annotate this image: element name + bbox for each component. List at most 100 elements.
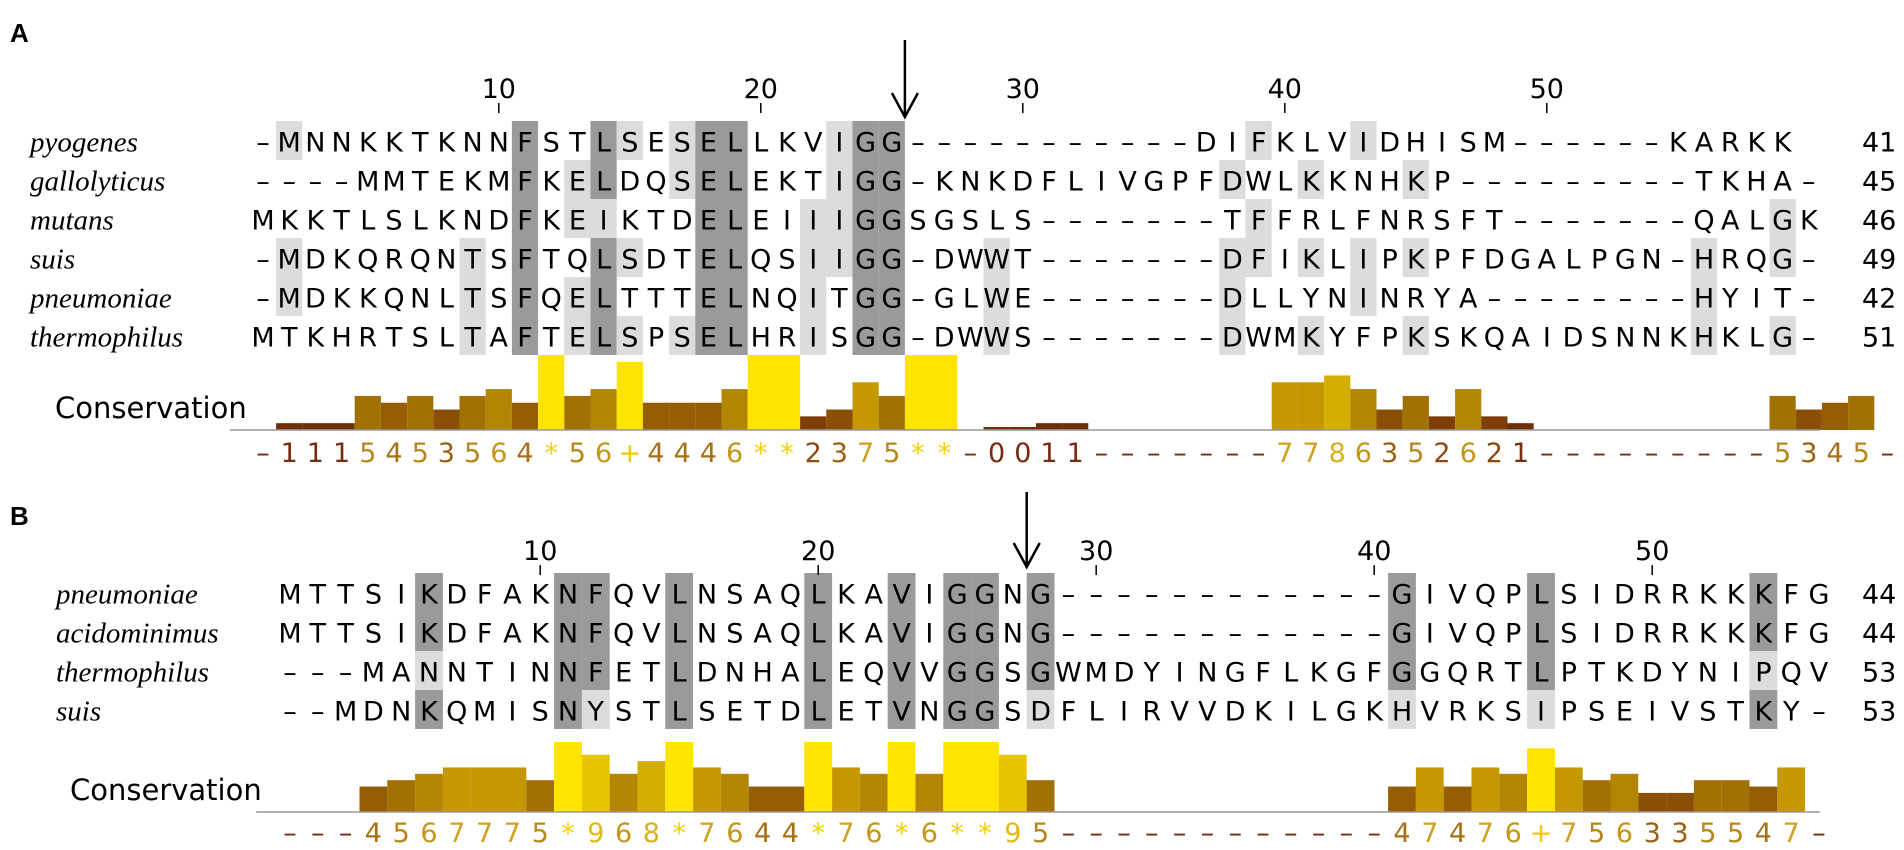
- residue: Y: [1328, 322, 1346, 353]
- gap: –: [964, 127, 978, 158]
- residue: R: [1448, 696, 1467, 727]
- residue-count: 53: [1862, 657, 1896, 688]
- residue: P: [1755, 657, 1771, 688]
- conservation-bar: [695, 402, 722, 430]
- residue: H: [331, 322, 351, 353]
- residue: G: [947, 618, 968, 649]
- residue: G: [1809, 618, 1830, 649]
- shade-cell: [564, 199, 591, 238]
- residue-count: 42: [1862, 283, 1896, 314]
- conservation-bar: [498, 767, 527, 812]
- species-name: pneumoniae: [28, 282, 172, 314]
- score-char: –: [1592, 438, 1606, 469]
- residue: M: [487, 166, 510, 197]
- residue: I: [1593, 579, 1601, 610]
- residue: F: [517, 205, 533, 236]
- residue: N: [960, 166, 980, 197]
- shade-cell: [852, 160, 879, 199]
- residue: W: [983, 283, 1010, 314]
- residue: I: [809, 205, 817, 236]
- score-char: 5: [1407, 438, 1424, 469]
- conservation-bar: [1769, 395, 1796, 430]
- score-char: 7: [1560, 818, 1577, 849]
- residue: S: [532, 696, 549, 727]
- residue: T: [280, 322, 298, 353]
- score-char: 2: [805, 438, 822, 469]
- shade-cell: [1769, 238, 1796, 277]
- conservation-bar: [387, 780, 416, 812]
- conservation-bar: [433, 409, 460, 430]
- residue: I: [1426, 579, 1434, 610]
- residue: S: [698, 696, 715, 727]
- residue: E: [726, 696, 743, 727]
- shade-cell: [695, 316, 722, 355]
- score-char: 7: [1302, 438, 1319, 469]
- score-char: 5: [532, 818, 549, 849]
- residue: D: [446, 618, 467, 649]
- conservation-bar: [470, 767, 499, 812]
- gap: –: [1068, 283, 1082, 314]
- residue: L: [596, 283, 611, 314]
- residue: L: [727, 322, 742, 353]
- conservation-bar: [526, 780, 555, 812]
- gap: –: [911, 166, 925, 197]
- score-char: –: [1117, 818, 1131, 849]
- conservation-shading: [415, 573, 1778, 729]
- residue: G: [947, 696, 968, 727]
- score-char: 1: [1512, 438, 1529, 469]
- residue: N: [919, 696, 939, 727]
- residue: V: [642, 618, 661, 649]
- residue: R: [1671, 618, 1690, 649]
- residue: H: [1694, 283, 1714, 314]
- conservation-bar: [721, 389, 748, 430]
- shade-cell: [1527, 612, 1555, 651]
- gap: –: [1284, 618, 1298, 649]
- residue: N: [1698, 657, 1718, 688]
- residue: T: [804, 166, 822, 197]
- shade-cell: [1388, 612, 1416, 651]
- shade-cell: [800, 199, 827, 238]
- score-char: 7: [476, 818, 493, 849]
- gap: –: [1228, 618, 1242, 649]
- gap: –: [1089, 579, 1103, 610]
- shade-cell: [943, 573, 972, 612]
- gap: –: [1147, 127, 1161, 158]
- conservation-bar: [1554, 767, 1583, 812]
- conservation-bar: [878, 395, 905, 430]
- shade-cell: [1402, 160, 1429, 199]
- residue: I: [1097, 166, 1105, 197]
- gap: –: [339, 657, 353, 688]
- residue: I: [809, 244, 817, 275]
- residue: L: [811, 657, 826, 688]
- residue: K: [935, 166, 954, 197]
- residue: T: [542, 244, 560, 275]
- residue: N: [1379, 283, 1399, 314]
- residue: S: [962, 205, 979, 236]
- gap: –: [311, 696, 325, 727]
- residue: G: [934, 283, 955, 314]
- residue: L: [1330, 205, 1345, 236]
- residue: E: [700, 127, 717, 158]
- residue: E: [569, 166, 586, 197]
- shade-cell: [887, 612, 916, 651]
- shade-cell: [1297, 316, 1325, 355]
- shade-cell: [616, 238, 643, 277]
- gap: –: [1566, 283, 1580, 314]
- conservation-bar: [407, 395, 434, 430]
- residue: I: [1359, 244, 1367, 275]
- residue: F: [1041, 166, 1057, 197]
- residue: E: [1014, 283, 1031, 314]
- gap: –: [1068, 127, 1082, 158]
- residue: K: [542, 205, 561, 236]
- residue: I: [835, 166, 843, 197]
- residue: L: [596, 166, 611, 197]
- residue: R: [1671, 579, 1690, 610]
- residue: I: [1426, 618, 1434, 649]
- gap: –: [1540, 205, 1554, 236]
- residue: S: [490, 244, 507, 275]
- score-char: 6: [1460, 438, 1477, 469]
- shade-cell: [1219, 277, 1246, 316]
- conservation-bar: [747, 355, 774, 430]
